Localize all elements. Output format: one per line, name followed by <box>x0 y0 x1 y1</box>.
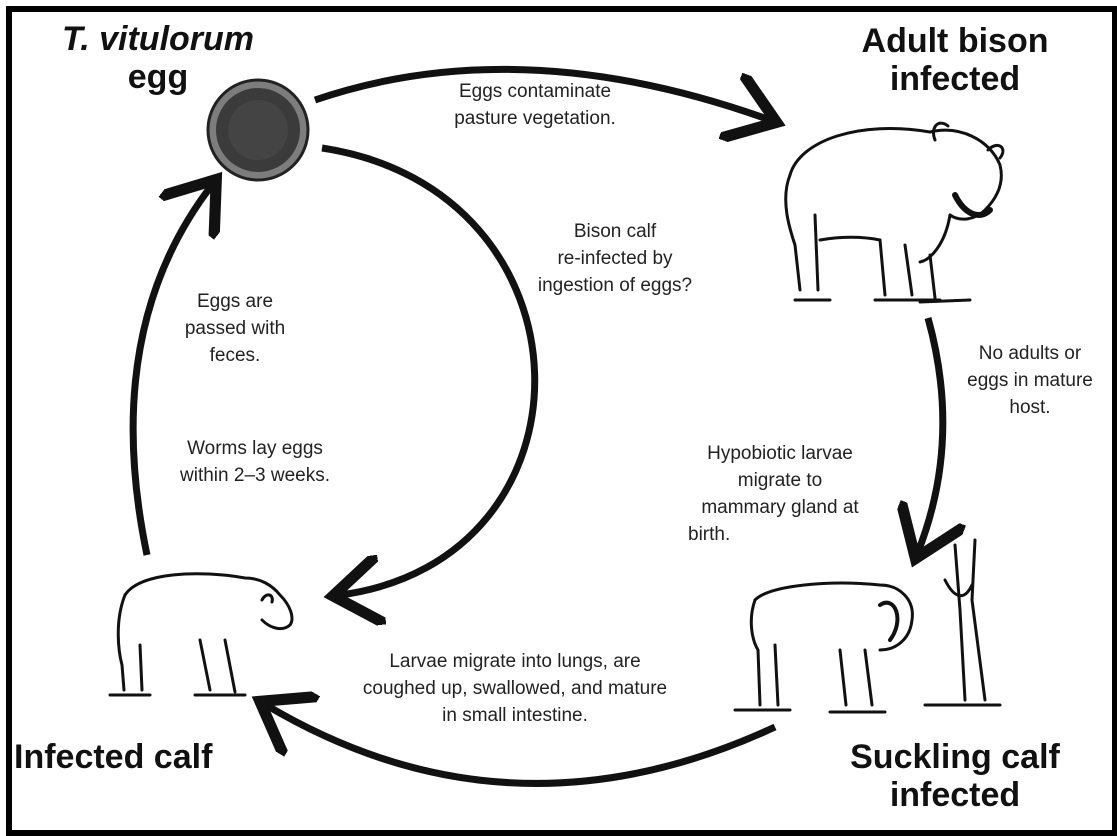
note-line: passed with <box>150 315 320 342</box>
stage-suckling-title-line1: Suckling calf <box>815 738 1095 776</box>
note-line: Eggs are <box>150 288 320 315</box>
stage-egg-title-line2: egg <box>58 58 258 96</box>
note-egg-to-calf: Bison calf re-infected by ingestion of e… <box>510 218 720 299</box>
note-calf-to-egg-lower: Worms lay eggs within 2–3 weeks. <box>130 435 380 489</box>
note-line: ingestion of eggs? <box>510 272 720 299</box>
note-line: coughed up, swallowed, and mature <box>310 675 720 702</box>
stage-adult-title-line2: infected <box>830 60 1080 98</box>
note-line: migrate to <box>670 467 890 494</box>
stage-infected-calf-title-line1: Infected calf <box>14 738 212 776</box>
note-line: in small intestine. <box>310 702 720 729</box>
stage-suckling-title: Suckling calf infected <box>815 738 1095 814</box>
note-line: Worms lay eggs <box>130 435 380 462</box>
note-adult-to-suckling-inner: Hypobiotic larvae migrate to mammary gla… <box>670 440 890 548</box>
note-line: within 2–3 weeks. <box>130 462 380 489</box>
note-line: Eggs contaminate <box>425 78 645 105</box>
note-line: host. <box>955 394 1105 421</box>
note-line: birth. <box>670 521 890 548</box>
adult-bison-illustration <box>786 123 1003 302</box>
note-line: feces. <box>150 342 320 369</box>
note-line: Hypobiotic larvae <box>670 440 890 467</box>
note-line: pasture vegetation. <box>425 105 645 132</box>
infected-calf-illustration <box>110 574 292 695</box>
note-adult-to-suckling-outer: No adults or eggs in mature host. <box>955 340 1105 421</box>
note-line: Bison calf <box>510 218 720 245</box>
arrow-calf-to-egg <box>133 185 212 555</box>
note-egg-to-adult: Eggs contaminate pasture vegetation. <box>425 78 645 132</box>
note-calf-to-egg-upper: Eggs are passed with feces. <box>150 288 320 369</box>
stage-suckling-title-line2: infected <box>815 776 1095 814</box>
note-line: mammary gland at <box>670 494 890 521</box>
stage-adult-title: Adult bison infected <box>830 22 1080 98</box>
arrow-egg-to-calf <box>322 148 535 595</box>
stage-egg-title-line1: T. vitulorum <box>58 20 258 58</box>
arrow-adult-to-suckling <box>918 318 943 552</box>
note-line: re-infected by <box>510 245 720 272</box>
note-line: eggs in mature <box>955 367 1105 394</box>
note-line: Larvae migrate into lungs, are <box>310 648 720 675</box>
note-line: No adults or <box>955 340 1105 367</box>
stage-egg-title: T. vitulorum egg <box>58 20 258 96</box>
suckling-calf-illustration <box>735 540 1000 712</box>
stage-adult-title-line1: Adult bison <box>830 22 1080 60</box>
stage-infected-calf-title: Infected calf <box>14 738 212 776</box>
note-suckling-to-calf: Larvae migrate into lungs, are coughed u… <box>310 648 720 729</box>
